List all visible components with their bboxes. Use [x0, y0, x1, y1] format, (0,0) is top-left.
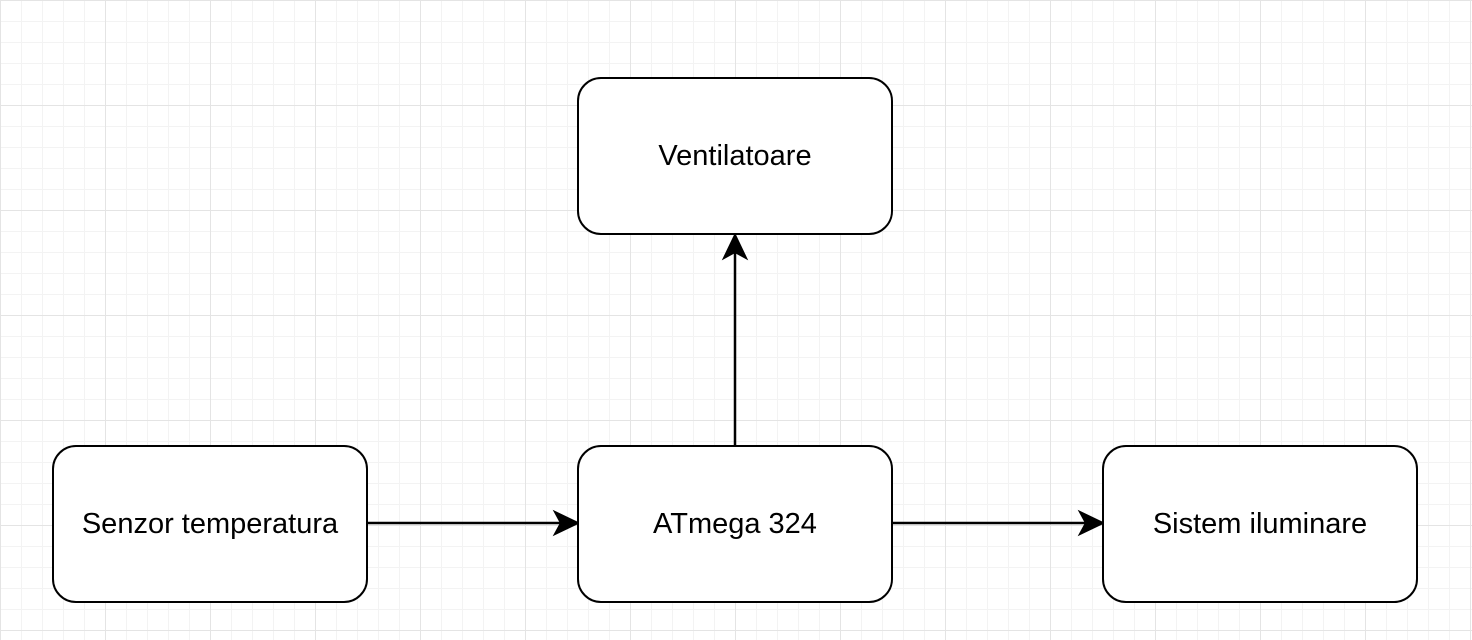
- node-atmega-324[interactable]: ATmega 324: [577, 445, 893, 603]
- arrowhead-icon: [721, 232, 749, 261]
- node-senzor-temperatura[interactable]: Senzor temperatura: [52, 445, 368, 603]
- node-label: ATmega 324: [653, 507, 817, 540]
- arrowhead-icon: [552, 509, 581, 537]
- arrowhead-icon: [1077, 509, 1106, 537]
- edge-atmega-to-ventilatoare[interactable]: [721, 232, 749, 445]
- node-ventilatoare[interactable]: Ventilatoare: [577, 77, 893, 235]
- node-label: Senzor temperatura: [81, 507, 339, 540]
- node-sistem-iluminare[interactable]: Sistem iluminare: [1102, 445, 1418, 603]
- node-label: Sistem iluminare: [1152, 507, 1368, 540]
- node-label: Ventilatoare: [658, 139, 812, 172]
- edge-senzor-to-atmega[interactable]: [368, 509, 581, 537]
- edge-atmega-to-iluminare[interactable]: [893, 509, 1106, 537]
